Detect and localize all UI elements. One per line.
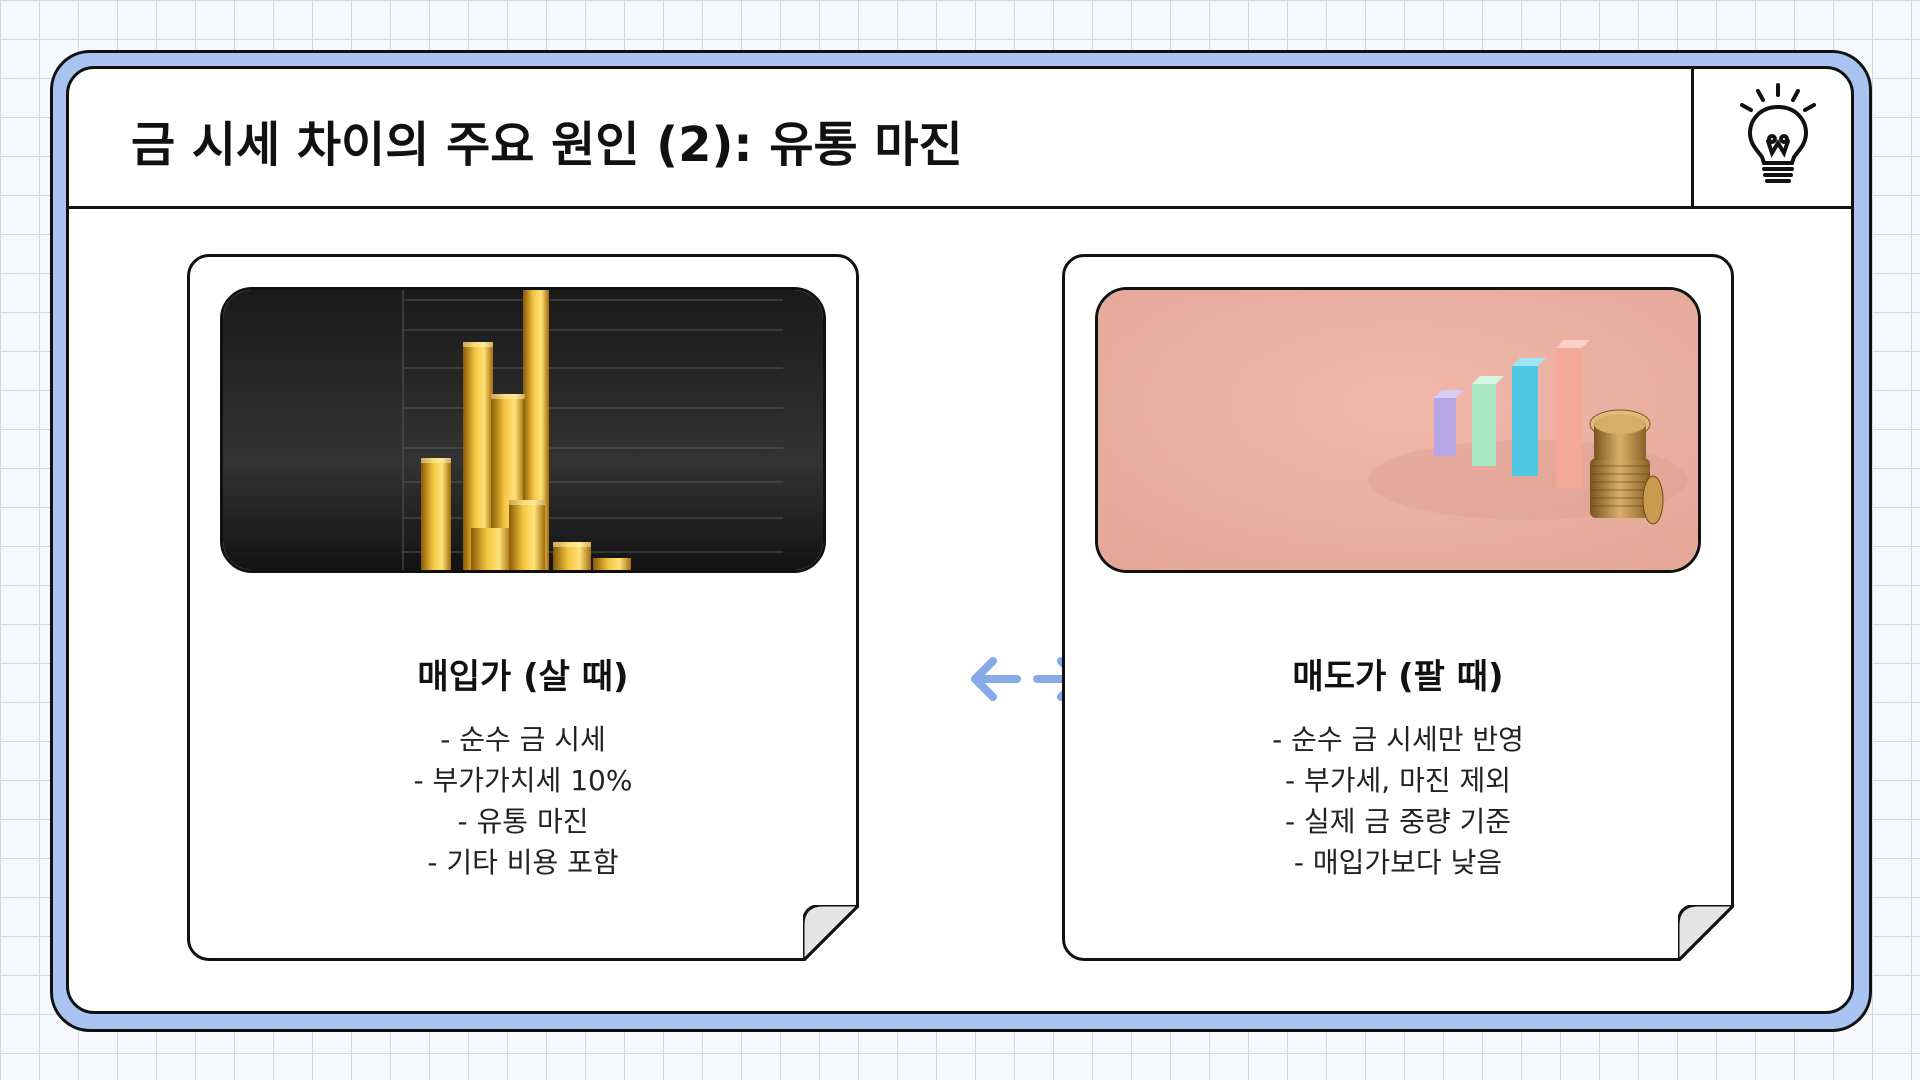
page-fold-icon bbox=[1678, 905, 1734, 961]
lightbulb-icon bbox=[1740, 83, 1816, 183]
list-item: - 부가세, 마진 제외 bbox=[1284, 764, 1512, 797]
buy-price-title: 매입가 (살 때) bbox=[417, 657, 629, 697]
slide-header: 금 시세 차이의 주요 원인 (2): 유통 마진 bbox=[69, 69, 1851, 209]
sell-price-title: 매도가 (팔 때) bbox=[1292, 657, 1504, 697]
pastel-bar-chart-coins-image bbox=[1095, 287, 1701, 573]
list-item: - 순수 금 시세만 반영 bbox=[1272, 723, 1524, 756]
list-item: - 매입가보다 낮음 bbox=[1293, 846, 1503, 879]
sell-price-list: - 순수 금 시세만 반영 - 부가세, 마진 제외 - 실제 금 중량 기준 … bbox=[1065, 719, 1731, 883]
sell-price-card: 매도가 (팔 때) - 순수 금 시세만 반영 - 부가세, 마진 제외 - 실… bbox=[1062, 254, 1734, 961]
slide-frame: 금 시세 차이의 주요 원인 (2): 유통 마진 bbox=[66, 66, 1854, 1014]
list-item: - 유통 마진 bbox=[457, 805, 589, 838]
list-item: - 실제 금 중량 기준 bbox=[1284, 805, 1512, 838]
page-fold-icon bbox=[803, 905, 859, 961]
gold-bar-chart-image bbox=[220, 287, 826, 573]
header-icon-box bbox=[1691, 69, 1851, 209]
buy-price-card: 매입가 (살 때) - 순수 금 시세 - 부가가치세 10% - 유통 마진 … bbox=[187, 254, 859, 961]
list-item: - 부가가치세 10% bbox=[413, 764, 633, 797]
buy-price-list: - 순수 금 시세 - 부가가치세 10% - 유통 마진 - 기타 비용 포함 bbox=[190, 719, 856, 883]
list-item: - 순수 금 시세 bbox=[440, 723, 606, 756]
list-item: - 기타 비용 포함 bbox=[427, 846, 619, 879]
page-title: 금 시세 차이의 주요 원인 (2): 유통 마진 bbox=[131, 117, 963, 173]
